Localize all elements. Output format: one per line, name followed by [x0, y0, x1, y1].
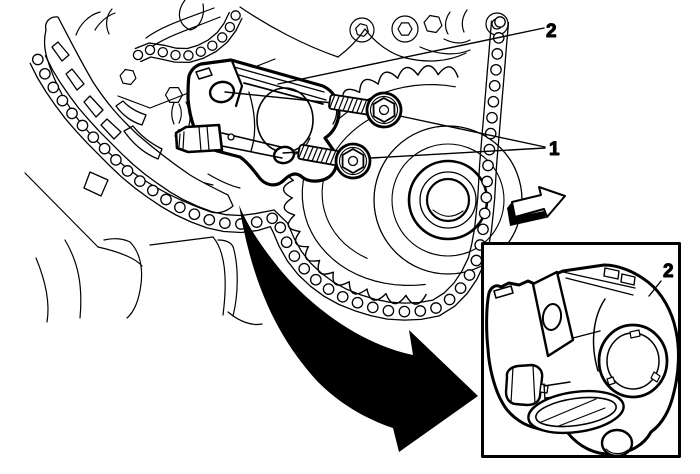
tensioner-o-ring: [527, 389, 625, 435]
callout-2-label: 2: [546, 21, 557, 42]
chain-guide: [43, 16, 234, 214]
tensioner-bolt-upper: [328, 91, 403, 129]
timing-chain: [29, 16, 510, 321]
detail-zoom-arrow-icon: [239, 205, 478, 452]
tensioner-plunger: [174, 123, 224, 154]
bolt-axis-leader-lines: [224, 91, 334, 154]
inset-callout-2-label: 2: [663, 261, 674, 282]
tensioner-detail-inset: 2: [481, 242, 681, 458]
tensioner-bolt-lower: [297, 142, 372, 180]
tensioner-upper-bolt-hole: [208, 80, 236, 104]
callout-leader-lines: [277, 27, 546, 159]
inset-callout-leader: [648, 280, 662, 297]
direction-arrow-icon: [507, 186, 566, 226]
timing-chain-tensioner: [174, 58, 341, 187]
engine-block-background: [24, 0, 509, 326]
upper-timing-chain: [132, 10, 243, 64]
callout-1-label: 1: [549, 139, 560, 160]
